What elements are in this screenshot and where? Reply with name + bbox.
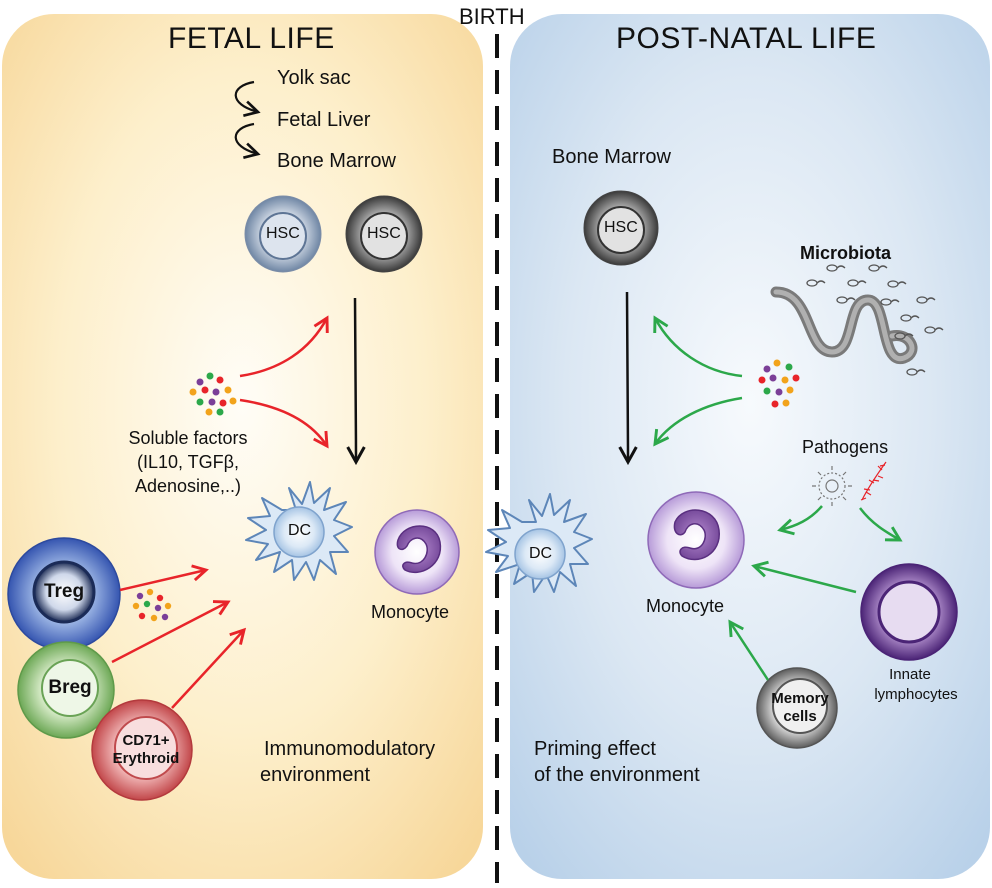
soluble-factors-line3: Adenosine,..) [134,476,242,496]
memory-cell [756,667,838,749]
red-arrow-breg-to-dc [111,602,228,664]
bacteria-icon [806,264,944,376]
origin-bone-marrow: Bone Marrow [277,150,396,172]
fetal-dendritic-cell [245,481,353,581]
erythroid-label-line1: CD71+ [122,732,170,749]
postnatal-monocyte-label: Monocyte [646,596,725,616]
postnatal-hsc [583,190,659,266]
soluble-factors-line2: (IL10, TGFβ, [136,452,240,472]
treg-cell [7,537,121,651]
fetal-hsc-blue [244,195,322,273]
postnatal-bone-marrow-label: Bone Marrow [552,146,671,168]
fetal-hsc-dark [345,195,423,273]
memory-label-line1: Memory [771,690,829,707]
red-arrow-to-dc [239,398,327,446]
virus-icon [812,466,852,506]
fetal-hsc-blue-label: HSC [266,225,300,242]
fetal-differentiation-arrow [346,297,366,466]
green-arrow-to-hsc [655,318,743,378]
fetal-hsc-dark-label: HSC [367,225,401,242]
green-arrow-memory-to-monocyte [730,622,770,681]
pathogens-label: Pathogens [802,437,889,457]
treg-factor-dots-icon [132,588,172,622]
immunomodulatory-line2: environment [260,764,371,786]
origin-fetal-liver: Fetal Liver [277,109,371,131]
postnatal-dendritic-cell [485,493,593,593]
green-arrow-pathogen-to-monocyte [780,505,823,530]
postnatal-monocyte [647,491,745,589]
breg-label: Breg [48,677,92,698]
postnatal-dc-label: DC [529,545,553,562]
microbiota-factor-dots-icon [758,359,800,408]
postnatal-differentiation-arrow [618,291,638,466]
priming-line2: of the environment [534,764,700,786]
treg-label: Treg [43,581,85,602]
immunomodulatory-line1: Immunomodulatory [264,738,436,760]
red-arrow-treg-to-dc [119,570,206,592]
postnatal-life-title: POST-NATAL LIFE [616,22,877,55]
fetal-dc-label: DC [288,522,312,539]
red-arrow-erythroid-to-dc [171,630,244,709]
microbiota-label: Microbiota [800,243,892,263]
postnatal-hsc-label: HSC [604,219,638,236]
innate-label-line1: Innate [889,666,931,683]
fetal-life-title: FETAL LIFE [168,22,335,55]
yolk-to-liver-curl-icon [234,80,261,117]
red-arrow-to-hsc [239,318,327,378]
liver-to-marrow-curl-icon [234,122,261,159]
fetal-monocyte-label: Monocyte [371,602,450,622]
innate-lymphocyte [860,563,958,661]
soluble-factors-line1: Soluble factors [128,428,248,448]
memory-label-line2: cells [783,708,817,725]
green-arrow-to-dc [655,396,743,444]
breg-cell [17,641,115,739]
birth-label: BIRTH [459,4,525,29]
erythroid-cell [91,699,193,801]
intestine-icon-inner [773,289,915,361]
origin-yolk-sac: Yolk sac [277,67,351,89]
innate-label-line2: lymphocytes [874,686,958,703]
erythroid-label-line2: Erythroid [112,750,180,767]
priming-line1: Priming effect [534,738,656,760]
green-arrow-innate-to-monocyte [754,566,857,594]
bacterium-pathogen-icon [860,461,887,501]
soluble-factor-dots-icon [189,372,237,416]
fetal-monocyte [374,509,460,595]
green-arrow-pathogen-to-innate [859,507,900,540]
